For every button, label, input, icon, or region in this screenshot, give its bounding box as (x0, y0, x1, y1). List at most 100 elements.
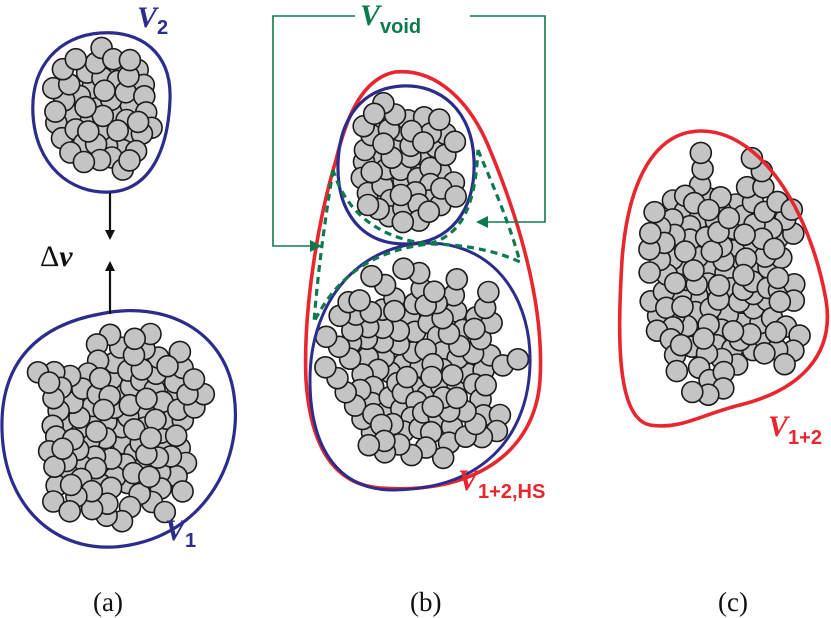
particle (443, 130, 467, 153)
particle (153, 500, 177, 524)
void-leader-right (470, 15, 546, 228)
particle (72, 150, 96, 174)
particle (762, 237, 786, 261)
particle (444, 185, 468, 208)
particle (360, 264, 383, 288)
particle (680, 380, 704, 404)
particle-cluster-b-lower (314, 257, 530, 470)
particle (417, 200, 441, 223)
particle (58, 499, 81, 523)
panel-label-b: (b) (410, 587, 441, 617)
particle (700, 240, 724, 263)
particle (348, 289, 371, 312)
particle (506, 347, 530, 371)
label-v12-hs: V1+2,HS (458, 464, 545, 503)
particle (671, 295, 694, 319)
particle (673, 240, 697, 263)
particle (92, 398, 115, 422)
particle (764, 320, 788, 344)
particle (420, 365, 443, 389)
panel-label-c: (c) (718, 587, 748, 617)
particle (663, 271, 687, 295)
particle (51, 437, 74, 461)
b-lower-boundary (308, 241, 532, 492)
particle (721, 319, 745, 343)
particle (64, 47, 88, 71)
particle (118, 48, 142, 72)
particle (707, 274, 731, 297)
particle-cluster-v12 (638, 141, 811, 407)
particle (106, 119, 129, 142)
particle (445, 386, 469, 410)
particle (372, 132, 395, 155)
particle (88, 366, 112, 390)
particle (395, 365, 419, 389)
particle-cluster-v2 (41, 36, 163, 181)
particle (168, 340, 192, 364)
particle (689, 141, 713, 165)
particle (314, 355, 337, 379)
particle (773, 352, 796, 376)
particle (463, 317, 486, 341)
particle (44, 100, 67, 123)
particle (139, 426, 162, 450)
v12-boundary (617, 129, 830, 428)
particle (638, 221, 662, 245)
particle (753, 341, 776, 365)
particle (383, 299, 406, 323)
label-v12: V1+2 (768, 410, 822, 449)
particle (474, 373, 498, 397)
particle (422, 280, 446, 304)
void-region-left (312, 169, 429, 323)
particle (59, 473, 83, 497)
particle-cluster-v1 (26, 322, 216, 533)
particle (123, 327, 146, 351)
v1-boundary (0, 309, 237, 549)
particle (93, 79, 116, 102)
particle (768, 290, 792, 314)
particle (182, 368, 206, 391)
particle (41, 490, 65, 513)
particle (392, 257, 415, 281)
void-leader-left (272, 15, 355, 252)
particle (77, 120, 100, 143)
particle (643, 200, 666, 224)
particle (427, 108, 451, 131)
particle (440, 363, 464, 387)
particle (692, 327, 715, 350)
particle (356, 193, 380, 217)
particle (665, 359, 689, 383)
particle (357, 433, 381, 457)
particle (638, 261, 661, 284)
particle (156, 354, 179, 378)
particle (135, 387, 158, 411)
particle (37, 371, 61, 394)
particle (445, 267, 469, 291)
label-delta-v: Δv (40, 240, 73, 273)
particle (477, 280, 500, 304)
particle (682, 259, 705, 282)
label-v-void: Vvoid (360, 0, 421, 38)
panel-label-a: (a) (93, 587, 123, 617)
particle (732, 263, 755, 287)
label-v1: V1 (165, 514, 196, 552)
particle (717, 206, 741, 230)
particle (118, 149, 141, 172)
particle (126, 110, 150, 134)
particle (733, 223, 756, 246)
particle (421, 395, 445, 419)
particle (362, 102, 386, 126)
label-v2: V2 (137, 1, 168, 39)
particle (411, 131, 435, 154)
v2-boundary (31, 31, 172, 194)
particle (74, 95, 97, 119)
particle (85, 420, 108, 443)
particle (171, 480, 194, 503)
particle (697, 198, 721, 222)
particle (164, 424, 188, 448)
particle-cluster-b-upper (350, 91, 468, 234)
particle (360, 160, 384, 184)
particle (766, 266, 790, 290)
particle (669, 333, 693, 357)
